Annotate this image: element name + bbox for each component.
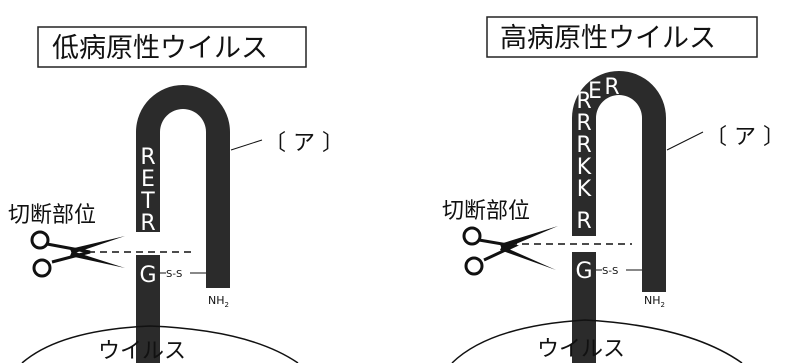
title-box-low <box>37 26 307 68</box>
protein-arch-low <box>136 85 230 288</box>
protein-arch-high <box>572 71 666 292</box>
residue-high-top-1: E <box>588 79 602 104</box>
virus-label-high: ウイルス <box>537 337 625 362</box>
cleavage-label-high: 切断部位 <box>442 199 530 224</box>
leader-line-low <box>230 139 263 151</box>
label-a-high: 〔 ア 〕 <box>705 125 785 150</box>
panel-low-pathogenic: 低病原性ウイルス R E T R G S-S NH2 〔 ア 〕 切断部位 <box>8 26 344 363</box>
label-a-low: 〔 ア 〕 <box>264 131 344 156</box>
scissors-icon <box>462 226 558 276</box>
residue-high-4: K <box>577 155 592 180</box>
residue-high-1: R <box>576 89 591 114</box>
terminal-label-low: NH2 <box>208 294 229 309</box>
leader-line-high <box>666 131 704 151</box>
disulfide-label-high: S-S <box>602 266 618 277</box>
residue-high-3: R <box>576 133 591 158</box>
protein-lower-segment-low <box>136 255 160 363</box>
title-box-high <box>486 16 758 58</box>
residue-high-5: K <box>577 177 592 202</box>
residue-high-2: R <box>576 111 591 136</box>
protein-lower-segment-high <box>572 252 596 363</box>
panel-high-pathogenic: 高病原性ウイルス E R R R R K K R G S-S NH2 〔 ア 〕… <box>442 16 785 363</box>
title-high: 高病原性ウイルス <box>500 23 716 54</box>
residue-high-6: R <box>576 209 591 234</box>
residue-low-2: E <box>141 167 155 192</box>
virus-surface-low <box>21 325 299 363</box>
residue-low-g: G <box>139 263 156 288</box>
virus-surface-high <box>451 319 743 363</box>
residue-low-3: T <box>140 189 155 214</box>
terminal-label-high: NH2 <box>644 294 665 309</box>
residue-low-1: R <box>140 145 155 170</box>
residue-low-4: R <box>140 211 155 236</box>
virus-label-low: ウイルス <box>98 339 186 363</box>
residue-high-g: G <box>575 259 592 284</box>
title-low: 低病原性ウイルス <box>52 33 268 64</box>
cleavage-label-low: 切断部位 <box>8 203 96 228</box>
scissors-icon <box>30 230 125 278</box>
disulfide-label-low: S-S <box>166 269 182 280</box>
residue-high-top-2: R <box>604 75 619 100</box>
